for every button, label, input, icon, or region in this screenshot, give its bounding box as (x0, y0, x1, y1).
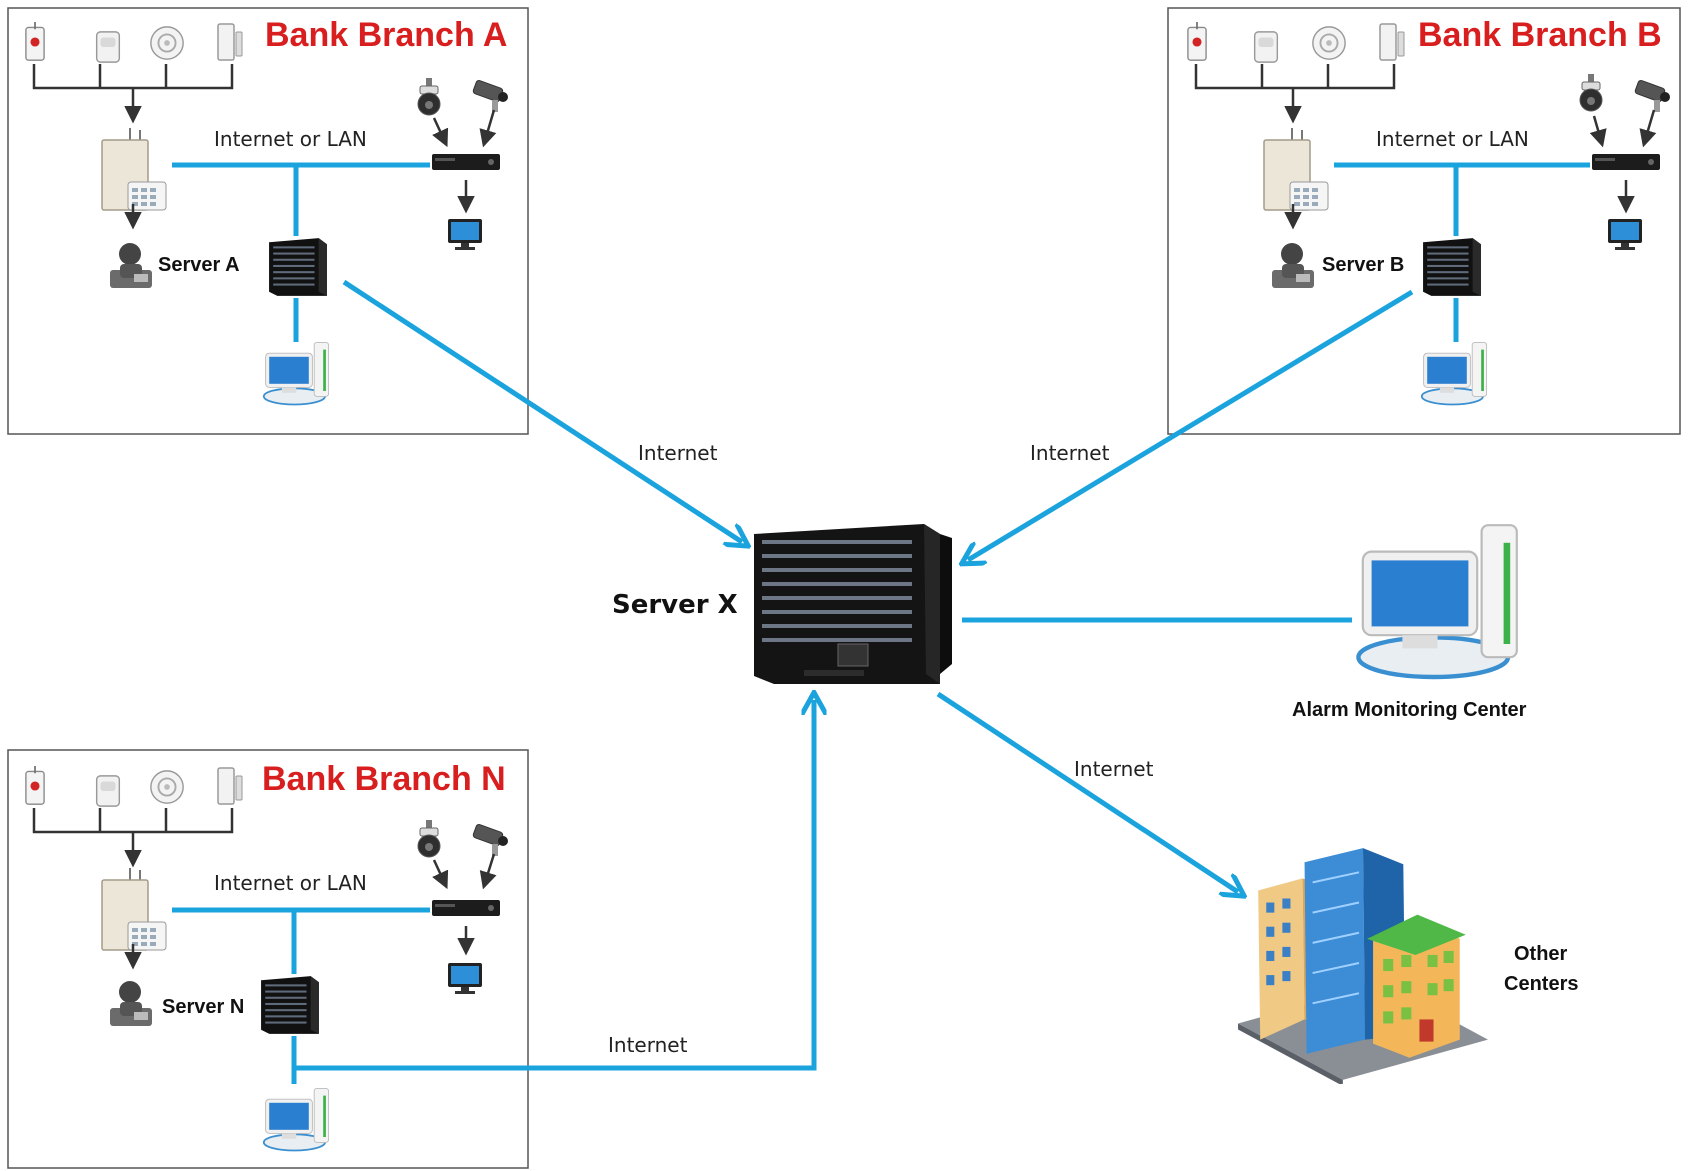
smoke-detector-icon (1311, 25, 1347, 61)
dvr-icon (432, 154, 500, 170)
workstation-icon (1358, 525, 1516, 677)
branch-n-lan-label: Internet or LAN (214, 871, 367, 895)
branch-n: Bank Branch N Server N Internet or LAN (7, 749, 529, 1169)
link-a-label: Internet (638, 441, 718, 465)
other-centers-label-1: Other (1514, 943, 1568, 965)
branch-b-lan-label: Internet or LAN (1376, 127, 1529, 151)
link-b-label: Internet (1030, 441, 1110, 465)
link-b-to-x (968, 289, 1414, 560)
buildings-icon (1237, 847, 1489, 1084)
server-rack-icon (261, 976, 319, 1034)
panic-button-icon (24, 22, 46, 62)
server-rack-icon (754, 523, 953, 685)
server-rack-icon (1423, 238, 1481, 296)
branch-b: Bank Branch B Server B Internet or LAN (1167, 7, 1681, 435)
smoke-detector-icon (149, 25, 185, 61)
link-n-label: Internet (608, 1033, 688, 1057)
motion-detector-icon (1253, 31, 1279, 63)
motion-detector-icon (95, 31, 121, 63)
link-x-to-others (936, 691, 1238, 892)
panic-button-icon (1186, 22, 1208, 62)
dvr-icon (432, 900, 500, 916)
server-b-label: Server B (1322, 254, 1404, 276)
branch-n-frame (7, 749, 529, 1169)
smoke-detector-icon (149, 769, 185, 805)
server-rack-icon (269, 238, 327, 296)
server-x-label: Server X (612, 590, 738, 620)
server-x: Server X (612, 523, 953, 685)
motion-detector-icon (95, 775, 121, 807)
branch-a-lan-label: Internet or LAN (214, 127, 367, 151)
branch-a: Bank Branch A Server A Internet or LAN (7, 7, 529, 435)
panic-button-icon (24, 766, 46, 806)
link-a-to-x (342, 279, 742, 542)
branch-b-title: Bank Branch B (1418, 16, 1662, 54)
link-n-to-x (294, 700, 814, 1071)
alarm-monitoring-label: Alarm Monitoring Center (1292, 699, 1527, 721)
other-centers-label-2: Centers (1504, 973, 1578, 995)
branch-a-title: Bank Branch A (265, 16, 507, 54)
dvr-icon (1592, 154, 1660, 170)
server-a-label: Server A (158, 254, 240, 276)
link-others-label: Internet (1074, 757, 1154, 781)
server-n-label: Server N (162, 996, 244, 1018)
branch-n-title: Bank Branch N (262, 760, 506, 798)
